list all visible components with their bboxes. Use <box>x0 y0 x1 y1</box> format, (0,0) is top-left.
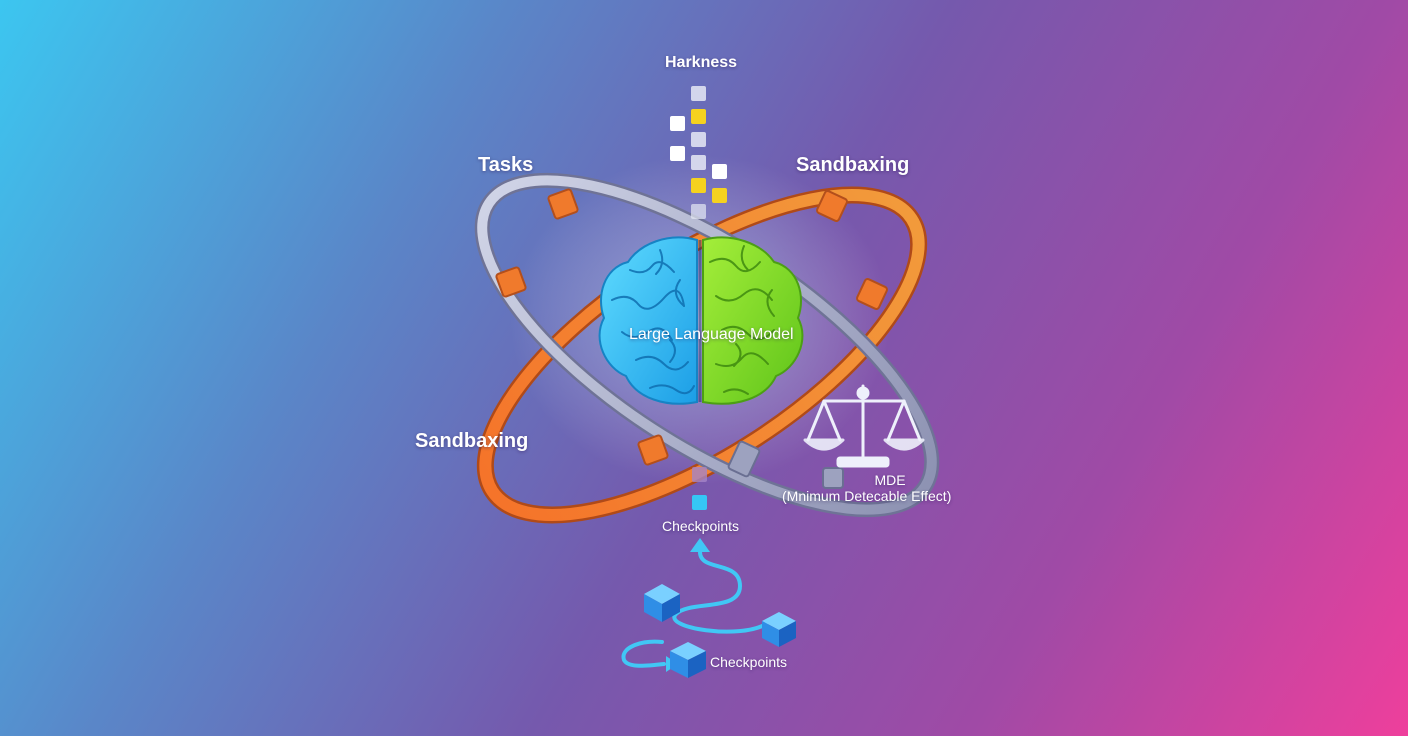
checkpoint-path <box>621 550 768 668</box>
checkpoints-lower-label: Checkpoints <box>710 654 788 670</box>
checkpoint-block <box>692 495 707 510</box>
checkpoints-upper-label: Checkpoints <box>662 518 740 534</box>
harness-blocks <box>670 86 727 219</box>
sandbaxing-top-label: Sandbaxing <box>796 154 910 176</box>
model-label: Large Language Model <box>629 326 794 343</box>
ring-connectors <box>495 188 888 489</box>
brain-icon <box>598 236 804 405</box>
arrow-up-icon <box>690 538 710 552</box>
mde-subtitle-label: (Mnimum Detecable Effect) <box>782 488 952 504</box>
checkpoint-block-faded <box>692 467 707 482</box>
cube-icon <box>670 642 706 678</box>
balance-scale-icon <box>803 384 925 468</box>
mde-title-label: MDE <box>874 472 906 488</box>
sandbaxing-left-label: Sandbaxing <box>415 430 529 452</box>
cube-icon <box>762 612 796 647</box>
harness-label: Harkness <box>665 54 738 71</box>
cube-icon <box>644 584 680 622</box>
tasks-label: Tasks <box>478 154 534 176</box>
